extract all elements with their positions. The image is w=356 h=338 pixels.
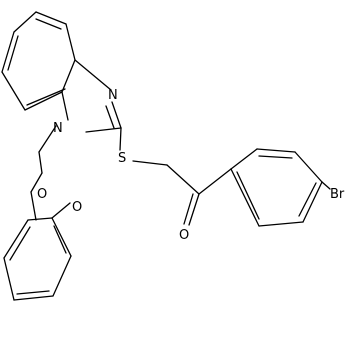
bond xyxy=(132,160,168,166)
bond xyxy=(13,295,54,301)
bond xyxy=(27,217,53,221)
bond-double-inner xyxy=(183,193,194,225)
bond xyxy=(85,127,122,133)
bond xyxy=(38,151,43,174)
bromophenyl-ring xyxy=(230,148,331,227)
bond xyxy=(166,164,200,195)
atom-o-methoxy-label: O xyxy=(72,200,82,215)
bond-double-inner xyxy=(105,105,115,129)
bond-double-inner xyxy=(298,182,317,217)
bond-double-inner xyxy=(16,290,50,295)
bond xyxy=(3,257,15,301)
bond xyxy=(61,59,76,93)
bond xyxy=(111,101,122,129)
bond xyxy=(188,193,200,226)
bond xyxy=(1,31,15,73)
ethoxy-chain xyxy=(30,125,57,221)
bond xyxy=(302,181,323,223)
bond xyxy=(61,91,69,121)
bond xyxy=(13,11,37,33)
bond xyxy=(3,219,29,259)
bond xyxy=(52,255,72,297)
bond xyxy=(38,125,57,153)
bond xyxy=(51,217,72,257)
bond xyxy=(35,11,67,25)
bond-double-inner xyxy=(53,225,67,254)
bond xyxy=(30,191,37,221)
bond xyxy=(51,202,71,219)
atom-n1-label: N xyxy=(53,121,63,136)
bond xyxy=(230,168,260,227)
atom-br-label: Br xyxy=(330,187,345,202)
bond-double-inner xyxy=(7,35,19,71)
bond xyxy=(258,221,304,227)
bond-double-inner xyxy=(26,88,66,106)
bond-double-inner xyxy=(258,155,293,159)
bond xyxy=(256,148,296,153)
bond-double-inner xyxy=(35,18,62,30)
benzimidazole-benzene-ring xyxy=(1,11,76,111)
bond xyxy=(230,148,258,170)
bond xyxy=(74,59,112,91)
methoxyphenyl-ring xyxy=(3,202,72,301)
bond xyxy=(321,181,331,190)
atom-o-ether-label: O xyxy=(37,187,47,202)
thioether-ketone-chain xyxy=(119,127,232,226)
bond xyxy=(294,151,323,183)
atom-o-ketone-label: O xyxy=(179,228,189,243)
bond xyxy=(24,91,63,111)
bond xyxy=(119,127,122,151)
bond-double-inner xyxy=(9,226,31,261)
bond xyxy=(1,71,26,111)
atom-n3-label: N xyxy=(108,88,118,103)
bond-double-inner xyxy=(236,171,260,220)
bond xyxy=(65,23,76,61)
bond xyxy=(198,168,232,195)
imidazole-ring xyxy=(61,59,122,133)
bond xyxy=(30,172,43,193)
atom-s-label: S xyxy=(118,151,126,166)
